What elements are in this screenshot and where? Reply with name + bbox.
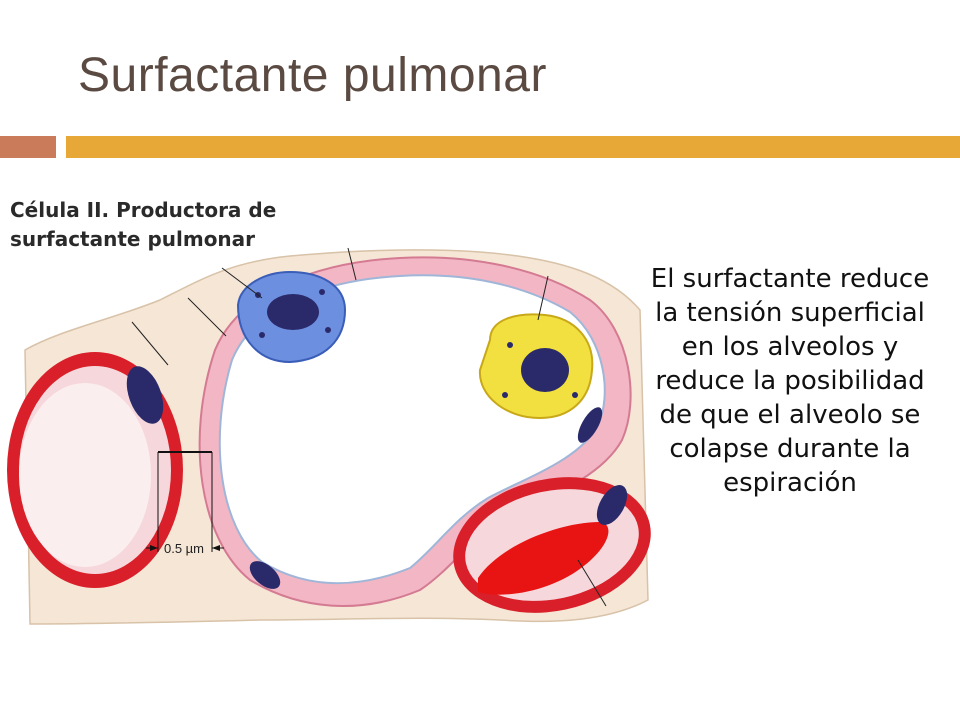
explanation-text: El surfactante reduce la tensión superfi… — [650, 264, 930, 498]
caption-line-2: surfactante pulmonar — [10, 227, 256, 251]
slide-title: Surfactante pulmonar — [78, 49, 547, 102]
leader-line — [221, 267, 263, 299]
accent-bar-left — [0, 136, 56, 158]
caption-line-1: Célula II. Productora de — [10, 198, 277, 222]
type-ii-cell — [236, 270, 347, 364]
leader-line — [347, 247, 357, 281]
cell-caption: Célula II. Productora de surfactante pul… — [10, 196, 276, 254]
red-blood-cell — [478, 522, 609, 595]
leader-line — [131, 321, 169, 366]
right-capillary — [453, 477, 651, 613]
accent-bar-right — [66, 136, 960, 158]
scale-label: 0.5 µm — [164, 541, 204, 556]
left-capillary — [7, 352, 183, 588]
macrophage-cell — [478, 313, 594, 420]
wall-nucleus — [249, 561, 281, 589]
leader-line — [187, 297, 227, 337]
leader-line — [537, 275, 549, 321]
wall-nucleus — [577, 407, 603, 443]
leader-line — [577, 559, 607, 607]
scale-bar: 0.5 µm — [146, 451, 224, 556]
